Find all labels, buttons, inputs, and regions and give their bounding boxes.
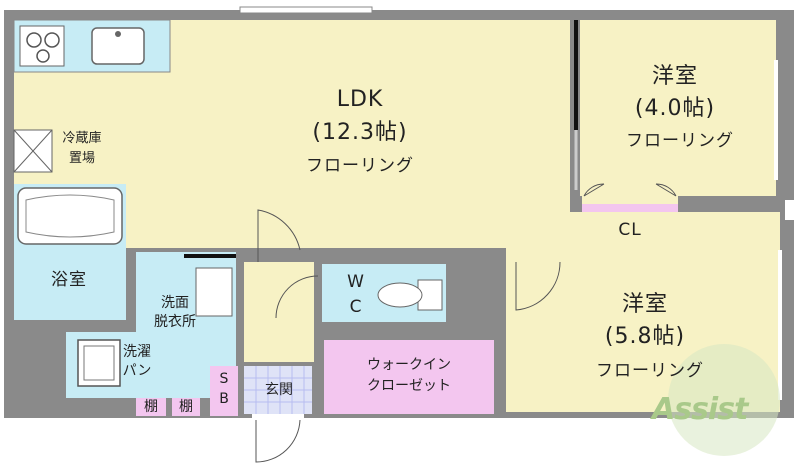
western2-floor: フローリング [596,361,704,381]
walkin-floor [324,340,494,414]
western2-size: (5.8帖) [604,324,686,349]
wash-label-1: 洗面 [161,295,189,311]
washer-pan-inner [83,345,115,381]
logo-mark [668,344,780,456]
wc-door [275,275,319,319]
burner-2 [44,32,60,48]
burner-3 [36,49,50,63]
western2-name: 洋室 [621,292,668,317]
fridge-label-1: 冷蔵庫 [62,131,102,146]
bathtub [17,187,123,245]
walkin-label-2: クローゼット [367,378,451,394]
wash-label-2: 脱衣所 [154,314,196,330]
washer-pan [77,339,121,387]
toilet-bowl [377,282,423,308]
shelf-b-label: 棚 [179,399,193,415]
hallway-floor [244,262,314,362]
shelf-a-area [136,398,166,416]
door-gap [252,414,304,420]
sb-label-1: S [219,371,229,387]
western2-door [515,261,561,311]
faucet [115,31,121,37]
entrance-label: 玄関 [265,382,293,398]
washbasin [195,267,233,317]
cl-door-band [582,196,678,204]
wc-label-2: C [349,297,363,317]
western1-name: 洋室 [651,64,698,89]
washer-label-1: 洗濯 [123,344,151,360]
ldk-size: (12.3帖) [312,120,408,145]
notch [785,200,800,220]
cl-door-arc-right [655,183,677,197]
bathtub-inner [25,194,115,238]
wc-label-1: W [347,272,365,292]
western1-floor: フローリング [626,131,734,151]
walkin-label-1: ウォークイン [367,357,451,373]
front-door [255,418,301,463]
sink [91,27,145,65]
assist-logo: Assist [652,392,748,427]
hallway-door [257,209,301,262]
sb-label-2: B [219,391,229,407]
ldk-floor: フローリング [306,156,414,176]
washer-label-2: パン [122,363,152,379]
stove [19,25,65,67]
cl-door-arc-left [583,183,605,197]
burner-1 [26,32,42,48]
fridge-label-2: 置場 [68,151,95,166]
ldk-name: LDK [336,87,384,112]
western2-top-cut [506,212,686,260]
shelf-b-area [172,398,200,416]
sb-floor [210,366,238,416]
entrance-grid [244,366,312,414]
shelf-a-label: 棚 [144,399,158,415]
western1-size: (4.0帖) [634,96,716,121]
bath-label: 浴室 [51,270,87,290]
top-window [239,6,373,14]
fridge-x2 [13,129,53,173]
western1-floor [580,20,776,196]
closet-label: CL [618,220,642,240]
